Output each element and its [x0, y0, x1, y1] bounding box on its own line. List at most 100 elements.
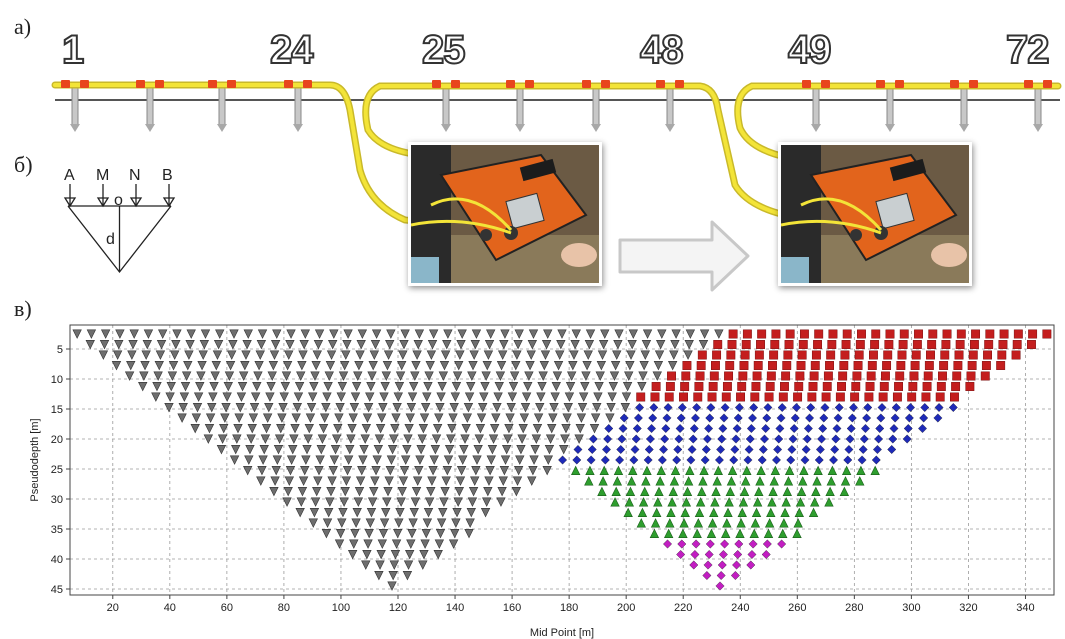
data-point-triangle-down	[384, 476, 394, 486]
data-point-triangle-down	[401, 455, 411, 465]
data-point-triangle-down	[314, 329, 325, 339]
data-point-triangle-down	[215, 329, 225, 339]
data-point-triangle-down	[483, 487, 493, 497]
data-point-triangle-down	[98, 350, 109, 360]
data-point-triangle-down	[513, 339, 523, 350]
electrode-tag	[432, 80, 460, 88]
data-point-triangle-up	[610, 497, 620, 507]
data-point-diamond	[600, 455, 610, 465]
data-point-triangle-up	[642, 465, 652, 475]
data-point-triangle-down	[614, 329, 624, 339]
data-point-square	[921, 392, 931, 402]
data-point-triangle-down	[395, 371, 406, 381]
data-point-triangle-down	[300, 466, 310, 476]
data-point-triangle-down	[447, 424, 457, 434]
data-point-square	[681, 371, 691, 381]
data-point-triangle-down	[460, 434, 470, 444]
data-point-square	[908, 382, 918, 391]
data-point-diamond	[635, 403, 645, 412]
data-point-triangle-down	[196, 371, 206, 381]
cable-segment-2-inner	[363, 84, 882, 234]
data-point-triangle-down	[345, 445, 355, 455]
data-point-square	[996, 361, 1006, 370]
data-point-triangle-up	[782, 486, 793, 496]
data-point-triangle-down	[365, 392, 375, 402]
data-point-diamond	[732, 560, 742, 570]
data-point-triangle-down	[542, 466, 552, 476]
data-point-diamond	[718, 550, 728, 559]
data-point-diamond	[862, 413, 872, 423]
data-point-triangle-down	[138, 382, 148, 392]
data-point-triangle-down	[269, 350, 280, 360]
data-point-square	[751, 382, 761, 391]
data-point-diamond	[586, 455, 596, 465]
depth-label: d	[106, 231, 115, 248]
data-point-triangle-down	[512, 476, 523, 486]
data-point-triangle-down	[234, 413, 244, 423]
data-point-triangle-down	[576, 413, 587, 423]
data-point-triangle-down	[154, 360, 164, 371]
data-point-diamond	[817, 434, 827, 444]
data-point-triangle-down	[411, 360, 421, 371]
data-point-triangle-up	[667, 497, 677, 507]
data-point-triangle-down	[274, 434, 285, 444]
data-point-triangle-up	[636, 518, 646, 528]
data-point-square	[882, 361, 892, 370]
data-point-triangle-down	[296, 371, 306, 381]
data-point-triangle-down	[265, 392, 275, 402]
data-point-triangle-up	[796, 486, 807, 496]
data-point-triangle-down	[245, 445, 255, 455]
data-point-diamond	[858, 445, 868, 454]
data-point-triangle-down	[714, 329, 724, 339]
data-point-triangle-up	[742, 465, 752, 475]
data-point-triangle-down	[684, 339, 694, 350]
data-point-square	[807, 392, 817, 402]
data-point-diamond	[889, 424, 899, 433]
data-point-triangle-down	[358, 455, 368, 465]
data-point-triangle-down	[387, 445, 398, 455]
data-point-triangle-down	[129, 329, 139, 339]
data-point-diamond	[720, 539, 730, 549]
data-point-triangle-up	[710, 497, 720, 507]
data-point-triangle-down	[419, 550, 429, 560]
data-point-triangle-up	[681, 497, 692, 507]
data-point-triangle-down	[298, 476, 309, 486]
data-point-triangle-down	[560, 434, 570, 444]
data-point-diamond	[717, 560, 727, 570]
data-point-triangle-down	[404, 424, 414, 434]
data-point-triangle-down	[657, 329, 667, 339]
data-point-triangle-down	[284, 476, 295, 486]
data-point-triangle-up	[665, 518, 675, 528]
data-point-triangle-up	[638, 497, 649, 507]
data-point-triangle-up	[781, 497, 791, 507]
data-point-diamond	[662, 413, 672, 423]
data-point-diamond	[657, 455, 667, 465]
data-point-triangle-up	[792, 528, 802, 538]
data-point-square	[880, 371, 890, 381]
data-point-triangle-down	[463, 403, 474, 413]
data-point-triangle-down	[434, 539, 445, 549]
data-point-triangle-down	[624, 371, 634, 381]
data-point-triangle-down	[391, 539, 402, 549]
data-point-square	[852, 371, 862, 381]
data-point-square	[879, 382, 889, 391]
data-point-triangle-down	[356, 339, 366, 350]
data-point-triangle-down	[185, 339, 195, 350]
data-point-triangle-down	[417, 434, 427, 444]
data-point-triangle-down	[429, 455, 439, 465]
data-point-triangle-up	[795, 497, 806, 507]
data-point-square	[865, 382, 875, 391]
data-point-triangle-down	[484, 476, 494, 486]
data-point-diamond	[558, 455, 568, 465]
data-point-triangle-down	[328, 466, 338, 476]
data-point-diamond	[761, 550, 771, 559]
data-point-square	[710, 361, 720, 370]
data-point-triangle-down	[309, 508, 320, 518]
data-point-triangle-down	[243, 466, 253, 476]
data-point-triangle-down	[652, 371, 662, 381]
data-point-triangle-down	[326, 487, 336, 497]
data-point-square	[926, 350, 935, 360]
data-point-triangle-down	[165, 392, 175, 402]
data-point-triangle-down	[349, 403, 360, 413]
data-point-diamond	[648, 413, 658, 423]
